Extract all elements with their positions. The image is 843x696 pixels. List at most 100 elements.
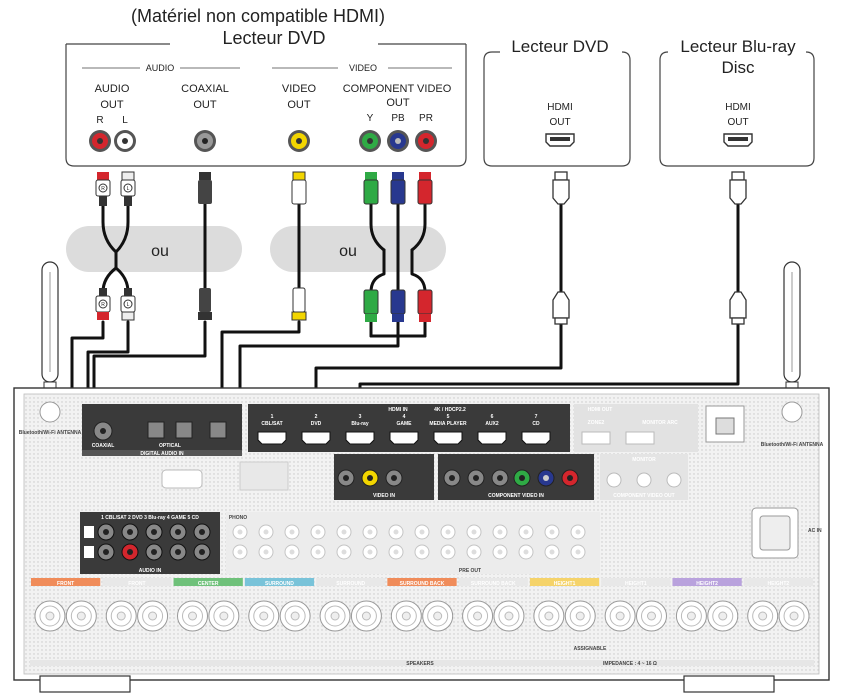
- component-pr-jack[interactable]: [415, 130, 437, 152]
- pr-label: PR: [419, 113, 433, 124]
- speaker-group-band: [601, 578, 671, 586]
- pre-out-label: PRE OUT: [459, 568, 481, 574]
- coaxial-out-label-2: OUT: [193, 99, 217, 111]
- speaker-group-band: [316, 578, 386, 586]
- faded-analog-jack: [466, 524, 482, 540]
- audio-in-jack[interactable]: [169, 543, 187, 561]
- component-pb-jack[interactable]: [387, 130, 409, 152]
- video-out-label-2: OUT: [287, 99, 311, 111]
- speaker-terminal[interactable]: [390, 600, 422, 632]
- component-y-jack[interactable]: [359, 130, 381, 152]
- speaker-terminal[interactable]: [319, 600, 351, 632]
- faded-analog-jack: [310, 524, 326, 540]
- faded-analog-jack: [570, 544, 586, 560]
- speaker-group-band: [102, 578, 172, 586]
- hdmi-in-port-socket: [433, 431, 463, 445]
- audio-in-jack[interactable]: [193, 523, 211, 541]
- speaker-terminal[interactable]: [635, 600, 667, 632]
- audio-out-r-jack[interactable]: [89, 130, 111, 152]
- speaker-group-label: CENTER: [198, 581, 219, 587]
- speaker-terminal[interactable]: [493, 600, 525, 632]
- faded-analog-jack: [492, 524, 508, 540]
- speaker-group-band: [244, 578, 315, 586]
- svg-text:L: L: [127, 302, 130, 308]
- faded-analog-jack: [466, 544, 482, 560]
- video-out-jack[interactable]: [288, 130, 310, 152]
- audio-in-jack[interactable]: [97, 523, 115, 541]
- hdmi-in-port-name: GAME: [397, 421, 413, 427]
- faded-analog-jack: [440, 524, 456, 540]
- speaker-terminal[interactable]: [177, 600, 209, 632]
- audio-in-jack[interactable]: [97, 543, 115, 561]
- faded-analog-jack: [284, 524, 300, 540]
- faded-analog-jack: [544, 544, 560, 560]
- speaker-terminal-group: CENTER: [173, 578, 243, 632]
- speaker-terminal-group: SURROUND: [316, 578, 386, 632]
- speaker-terminal[interactable]: [279, 600, 311, 632]
- dvd-hdmi-player-box: Lecteur DVD HDMI OUT: [483, 37, 631, 167]
- audio-in-jack[interactable]: [121, 543, 139, 561]
- audio-in-jack[interactable]: [193, 543, 211, 561]
- speaker-terminal[interactable]: [350, 600, 382, 632]
- audio-in-jack[interactable]: [145, 523, 163, 541]
- hdmi-in-port-num: 4: [403, 414, 406, 420]
- speaker-group-label: SURROUND BACK: [471, 581, 516, 587]
- speaker-group-label: FRONT: [128, 581, 145, 587]
- composite-plugs: [291, 171, 307, 321]
- speaker-terminal[interactable]: [747, 600, 779, 632]
- speaker-terminal[interactable]: [462, 600, 494, 632]
- speaker-terminal[interactable]: [533, 600, 565, 632]
- antenna-right-label: Bluetooth/Wi-Fi ANTENNA: [761, 442, 824, 448]
- bluray-hdmi-out-port[interactable]: [723, 133, 753, 147]
- speaker-terminal[interactable]: [208, 600, 240, 632]
- pb-label: PB: [391, 113, 405, 124]
- hdcp-label: 4K / HDCP2.2: [434, 407, 466, 413]
- faded-analog-jack: [232, 524, 248, 540]
- speaker-group-label: FRONT: [57, 581, 74, 587]
- hdmi-in-port-socket: [345, 431, 375, 445]
- audio-in-block: [80, 512, 220, 574]
- hdmi-in-port-num: 5: [447, 414, 450, 420]
- hdmi-in-port-name: Blu-ray: [351, 421, 368, 427]
- audio-in-sources: 1 CBL/SAT 2 DVD 3 Blu-ray 4 GAME 5 CD: [101, 515, 199, 521]
- speaker-terminal[interactable]: [105, 600, 137, 632]
- speaker-terminal[interactable]: [65, 600, 97, 632]
- coaxial-out-jack[interactable]: [194, 130, 216, 152]
- digital-audio-in-label: DIGITAL AUDIO IN: [140, 451, 184, 457]
- speaker-terminal[interactable]: [34, 600, 66, 632]
- speaker-terminal-group: FRONT: [102, 578, 172, 632]
- speaker-terminal[interactable]: [675, 600, 707, 632]
- hdmi-in-port-num: 6: [491, 414, 494, 420]
- hdmi-in-port-name: CD: [532, 421, 540, 427]
- audio-in-jack[interactable]: [145, 543, 163, 561]
- audio-in-jack[interactable]: [169, 523, 187, 541]
- speaker-group-label: SURROUND: [265, 581, 294, 587]
- header-line1: (Matériel non compatible HDMI): [131, 6, 385, 26]
- speaker-terminal[interactable]: [778, 600, 810, 632]
- hdmi-in-label: HDMI IN: [388, 407, 408, 413]
- audio-in-jack[interactable]: [121, 523, 139, 541]
- impedance-label: IMPEDANCE : 4 ~ 16 Ω: [603, 661, 657, 667]
- audio-out-label: AUDIO: [95, 83, 130, 95]
- dvd-hdmi-out-port[interactable]: [545, 133, 575, 147]
- speaker-terminal[interactable]: [707, 600, 739, 632]
- bluray-player-box: Lecteur Blu-ray Disc HDMI OUT: [659, 37, 815, 167]
- hdmi-in-port-7[interactable]: 7CD: [521, 414, 551, 445]
- speaker-terminal[interactable]: [137, 600, 169, 632]
- speaker-terminal[interactable]: [604, 600, 636, 632]
- speaker-terminal[interactable]: [564, 600, 596, 632]
- speaker-terminal[interactable]: [248, 600, 280, 632]
- faded-analog-jack: [388, 524, 404, 540]
- speaker-terminal[interactable]: [422, 600, 454, 632]
- audio-out-l-jack[interactable]: [114, 130, 136, 152]
- or-pill-right: [270, 226, 446, 272]
- or-label-left: ou: [151, 243, 169, 260]
- r-marker: [84, 546, 94, 558]
- assignable-label: ASSIGNABLE: [574, 646, 607, 652]
